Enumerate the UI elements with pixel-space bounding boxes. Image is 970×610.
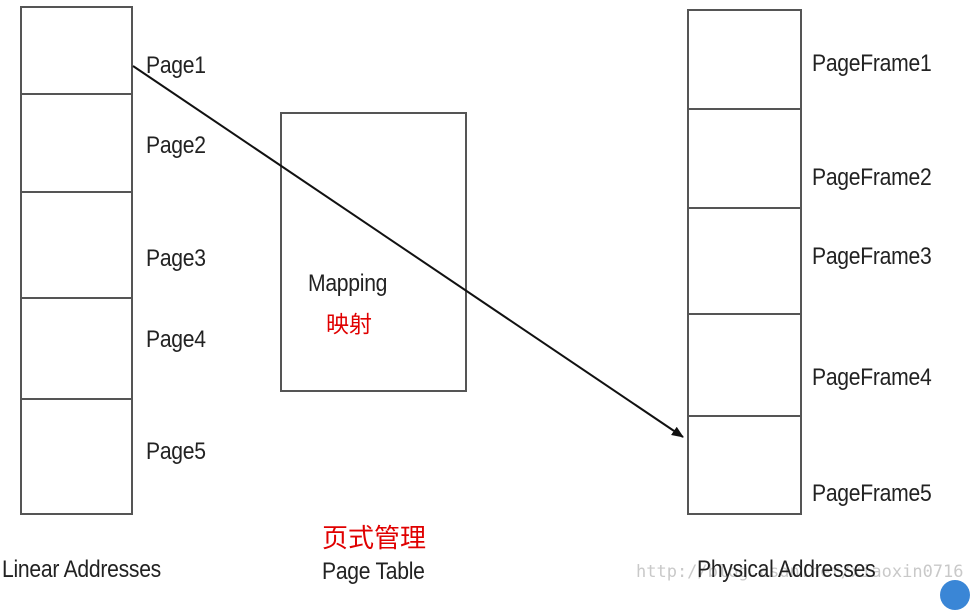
mapping-arrow [132, 65, 684, 438]
frame-slot-5 [687, 415, 802, 515]
page-slot-1 [20, 6, 133, 95]
frame-label-3: PageFrame3 [812, 243, 932, 270]
frame-slot-1 [687, 9, 802, 110]
page-label-2: Page2 [146, 132, 206, 159]
frame-label-5: PageFrame5 [812, 480, 932, 507]
page-table-caption: Page Table [322, 558, 425, 585]
physical-addresses-caption: Physical Addresses [697, 556, 876, 583]
corner-badge-icon [940, 580, 970, 610]
watermark: http://blog.csdn.net/xiaoxin0716 [636, 562, 964, 582]
frame-label-4: PageFrame4 [812, 364, 932, 391]
page-label-1: Page1 [146, 52, 206, 79]
frame-label-2: PageFrame2 [812, 164, 932, 191]
frame-label-1: PageFrame1 [812, 50, 932, 77]
mapping-label: Mapping [308, 270, 388, 297]
page-label-5: Page5 [146, 438, 206, 465]
page-slot-5 [20, 398, 133, 515]
frame-slot-3 [687, 207, 802, 315]
frame-slot-2 [687, 108, 802, 209]
page-table-title-zh: 页式管理 [322, 524, 427, 554]
page-label-3: Page3 [146, 245, 206, 272]
page-slot-4 [20, 297, 133, 400]
linear-addresses-caption: Linear Addresses [2, 556, 161, 583]
page-table-box [280, 112, 467, 392]
mapping-label-zh: 映射 [326, 312, 372, 338]
frame-slot-4 [687, 313, 802, 417]
page-label-4: Page4 [146, 326, 206, 353]
page-slot-2 [20, 93, 133, 193]
